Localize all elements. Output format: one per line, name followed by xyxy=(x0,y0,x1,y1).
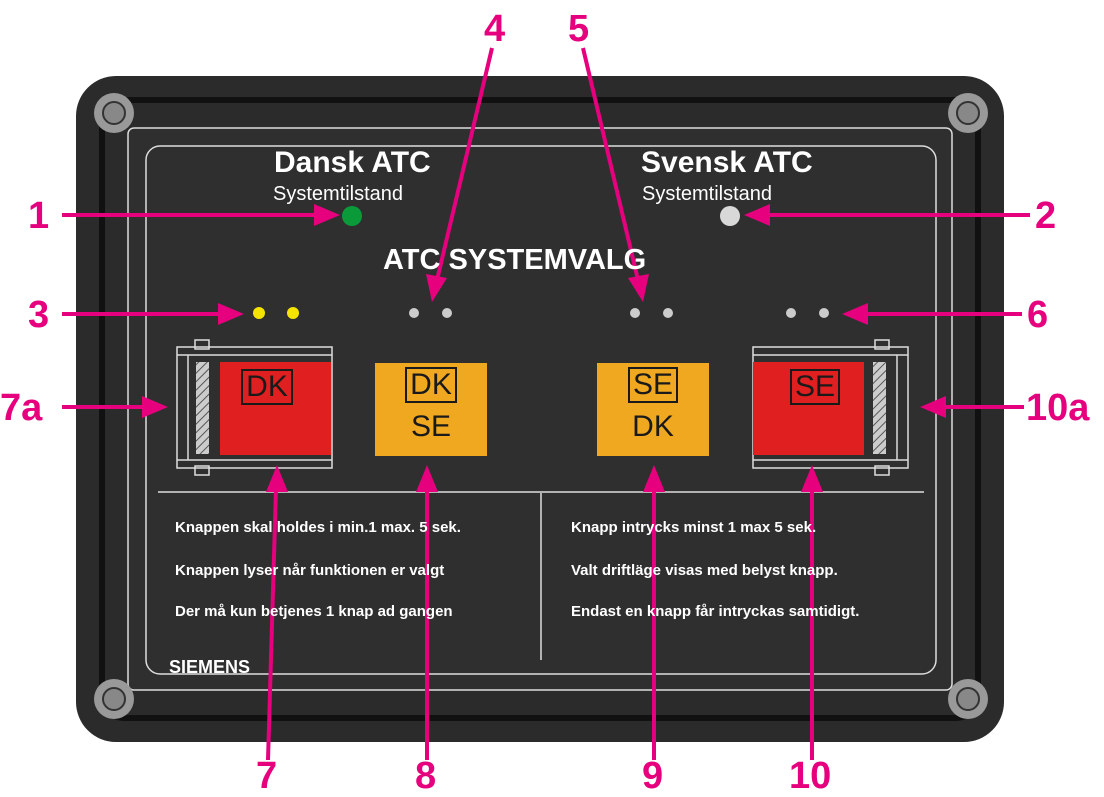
system-select-title: ATC SYSTEMVALG xyxy=(383,244,647,276)
callout-3: 3 xyxy=(28,294,50,336)
callout-1: 1 xyxy=(28,195,50,237)
instruction-right-3: Endast en knapp får intryckas samtidigt. xyxy=(571,603,860,620)
led-2 xyxy=(287,307,299,319)
status-lamp-danish xyxy=(342,206,362,226)
callout-8: 8 xyxy=(415,755,437,797)
callout-2: 2 xyxy=(1035,195,1057,237)
brand-logo: SIEMENS xyxy=(169,657,251,677)
instruction-left-3: Der må kun betjenes 1 knap ad gangen xyxy=(175,603,453,620)
callout-5: 5 xyxy=(568,8,590,50)
button-7[interactable] xyxy=(220,362,331,455)
button-7-text: DK xyxy=(241,369,293,405)
instruction-left-2: Knappen lyser når funktionen er valgt xyxy=(175,562,445,579)
status-lamp-swedish xyxy=(720,206,740,226)
instruction-left-1: Knappen skal holdes i min.1 max. 5 sek. xyxy=(175,519,461,536)
button-9[interactable] xyxy=(597,363,709,456)
button-10[interactable] xyxy=(753,362,864,455)
swedish-atc-title: Svensk ATC xyxy=(641,146,813,179)
led-7 xyxy=(786,308,796,318)
callout-6: 6 xyxy=(1027,294,1049,336)
screw-bottom-right-icon xyxy=(948,679,988,719)
led-8 xyxy=(819,308,829,318)
button-10-text: SE xyxy=(789,369,841,405)
led-4 xyxy=(442,308,452,318)
led-5 xyxy=(630,308,640,318)
button-9-label-top: SE xyxy=(597,367,709,403)
hinge-right-icon xyxy=(873,362,886,454)
callout-9: 9 xyxy=(642,755,664,797)
led-1 xyxy=(253,307,265,319)
led-6 xyxy=(663,308,673,318)
callout-7a: 7a xyxy=(0,387,43,429)
callout-arrowheads xyxy=(142,204,946,492)
callout-10: 10 xyxy=(789,755,832,797)
screw-top-right-icon xyxy=(948,93,988,133)
instruction-right-2: Valt driftläge visas med belyst knapp. xyxy=(571,562,838,579)
screw-bottom-left-icon xyxy=(94,679,134,719)
danish-atc-title: Dansk ATC xyxy=(274,146,431,179)
button-8-label-bottom: SE xyxy=(410,410,452,443)
callout-7: 7 xyxy=(256,755,278,797)
danish-atc-subtitle: Systemtilstand xyxy=(273,183,404,205)
button-8-text-top: DK xyxy=(405,367,457,403)
callout-arrows xyxy=(62,47,1030,761)
hinge-left-icon xyxy=(196,362,209,454)
button-9-label-bottom: DK xyxy=(632,410,674,443)
led-3 xyxy=(409,308,419,318)
button-7-label: DK xyxy=(227,369,307,405)
button-10-label: SE xyxy=(775,369,855,405)
instruction-right-1: Knapp intrycks minst 1 max 5 sek. xyxy=(571,519,817,536)
callout-10a: 10a xyxy=(1026,387,1090,429)
button-8-label-top: DK xyxy=(375,367,487,403)
callout-4: 4 xyxy=(484,8,506,50)
button-7-cover-frame xyxy=(176,339,333,476)
screw-top-left-icon xyxy=(94,93,134,133)
button-9-text-top: SE xyxy=(627,367,679,403)
button-8[interactable] xyxy=(375,363,487,456)
swedish-atc-subtitle: Systemtilstand xyxy=(642,183,773,205)
